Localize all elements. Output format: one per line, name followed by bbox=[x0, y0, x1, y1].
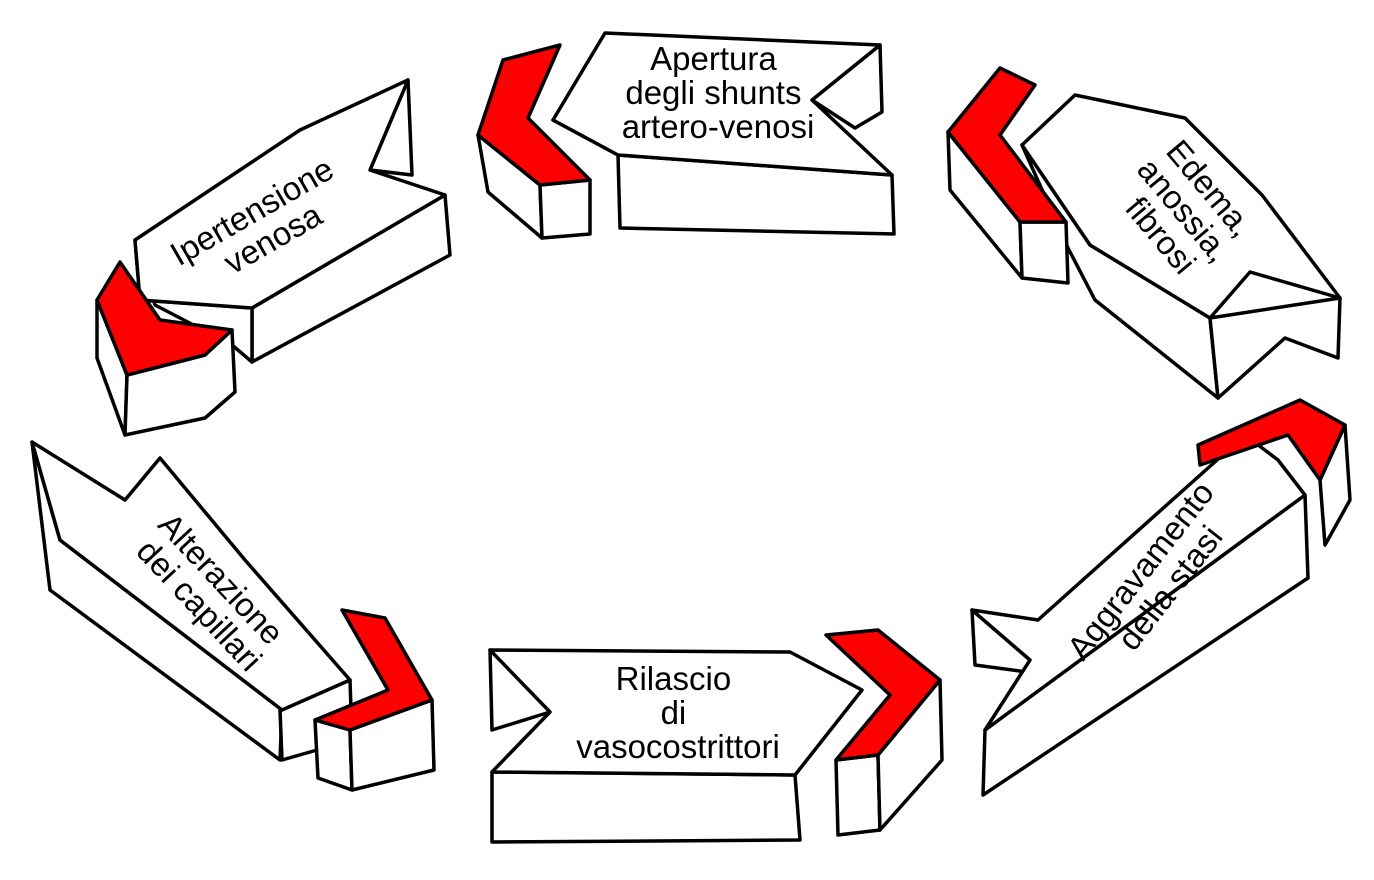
chevron-red-face bbox=[313, 608, 434, 732]
step-ipertensione: Ipertensione venosa bbox=[95, 78, 452, 437]
chevron-arrow-icon bbox=[824, 628, 944, 837]
chevron-red-face bbox=[95, 260, 234, 377]
step-shunts: Apertura degli shunts artero-venosi bbox=[476, 31, 896, 240]
chevron-arrow-icon bbox=[476, 43, 592, 240]
chevron-arrow-icon bbox=[95, 260, 237, 437]
step-label: Edema, anossia, fibrosi bbox=[1104, 129, 1269, 298]
chevron-red-face bbox=[824, 628, 942, 762]
step-edema: Edema, anossia, fibrosi bbox=[946, 66, 1342, 400]
step-label: Apertura degli shunts artero-venosi bbox=[622, 40, 815, 145]
chevron-arrow-icon bbox=[946, 66, 1070, 285]
step-stasi: Aggravamento della stasi bbox=[970, 398, 1352, 797]
chevron-red-face bbox=[476, 43, 592, 187]
step-label: Rilascio di vasocostrittori bbox=[576, 660, 780, 765]
step-rilascio: Rilascio di vasocostrittori bbox=[488, 628, 944, 844]
chevron-arrow-icon bbox=[313, 608, 436, 792]
chevron-arrow-icon bbox=[1196, 398, 1352, 547]
chevron-red-face bbox=[946, 66, 1068, 224]
step-capillari: Alterazione dei capillari bbox=[30, 440, 436, 792]
chevron-red-face bbox=[1196, 398, 1347, 482]
